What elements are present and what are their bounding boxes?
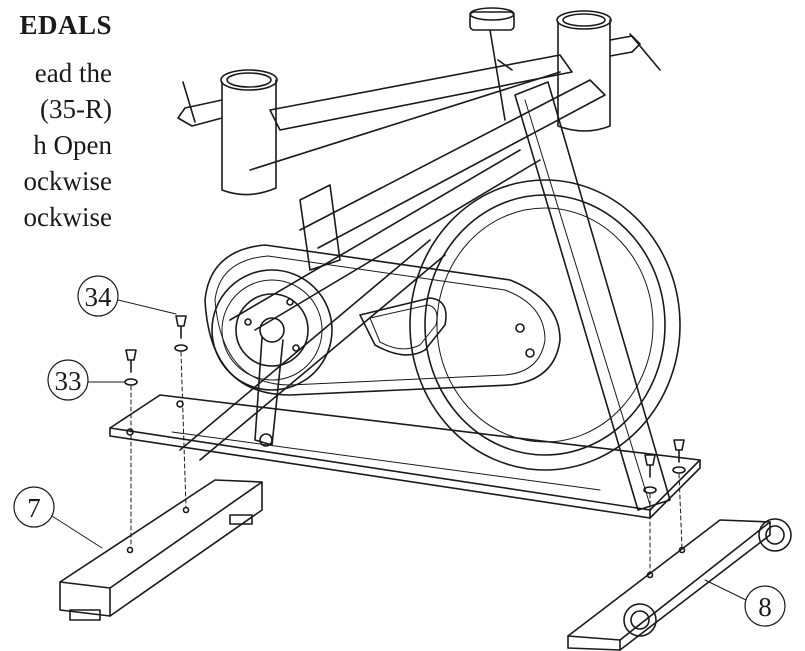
seat-tube-right xyxy=(556,10,661,132)
instruction-line-4: ockwise xyxy=(23,166,112,196)
callout-part-8: 8 xyxy=(704,579,786,627)
alignment-guides xyxy=(130,351,683,573)
callout-label-7: 7 xyxy=(27,493,41,523)
hardware-bolts xyxy=(125,315,685,478)
handlebar-tube-left xyxy=(177,69,278,196)
instruction-line-3: h Open xyxy=(33,130,112,160)
seat-post xyxy=(469,7,515,121)
main-frame xyxy=(179,54,606,461)
crank-assembly xyxy=(211,269,333,447)
callout-part-34: 34 xyxy=(77,275,177,317)
instruction-text-block: EDALS ead the (35-R) h Open ockwise ockw… xyxy=(0,0,140,270)
front-fork xyxy=(514,81,671,511)
callout-label-8: 8 xyxy=(758,592,772,622)
flywheel xyxy=(409,179,681,471)
callout-part-7: 7 xyxy=(13,486,103,549)
callout-label-34: 34 xyxy=(85,282,113,312)
section-heading: EDALS xyxy=(19,10,112,40)
frame-brace xyxy=(299,184,341,271)
rear-stabilizer xyxy=(567,518,792,651)
front-stabilizer xyxy=(59,479,263,621)
chain-guard xyxy=(204,244,561,396)
instruction-line-5: ockwise xyxy=(23,202,112,232)
instruction-line-1: ead the xyxy=(34,58,112,88)
callout-part-33: 33 xyxy=(47,359,125,401)
hardware-washers xyxy=(124,344,686,494)
callout-label-33: 33 xyxy=(55,366,82,396)
instruction-line-2: (35-R) xyxy=(40,94,112,124)
base-plate xyxy=(109,394,701,519)
